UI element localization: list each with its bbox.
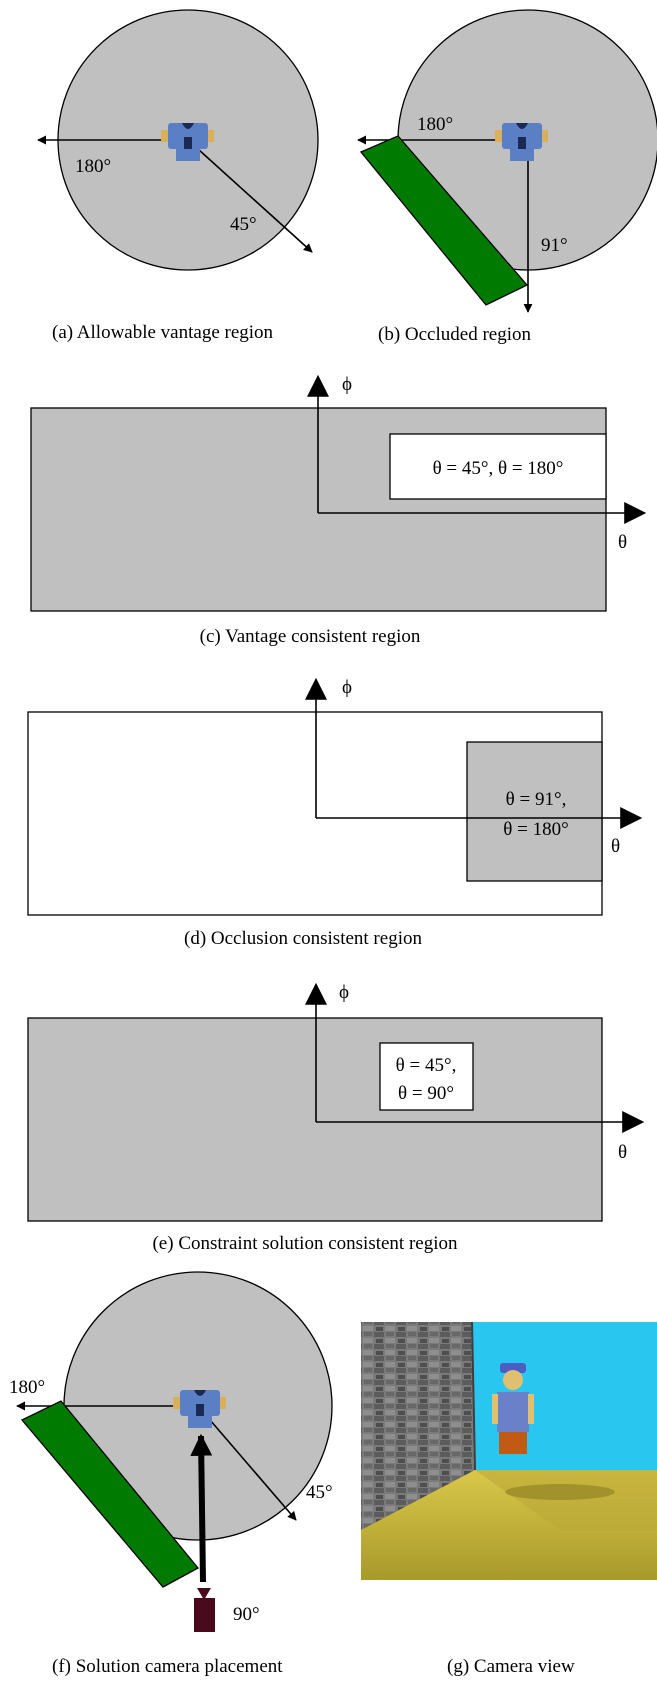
value-box: [466, 741, 603, 882]
camera-icon: [194, 1588, 215, 1632]
caption-g: (g) Camera view: [447, 1656, 575, 1677]
label-180: 180°: [417, 114, 453, 135]
label-180: 180°: [75, 156, 111, 177]
caption-a: (a) Allowable vantage region: [52, 322, 274, 343]
value-box-line2: θ = 180°: [503, 819, 568, 840]
caption-b: (b) Occluded region: [378, 324, 531, 345]
camera-view-image: [361, 1321, 657, 1580]
theta-label: θ: [618, 1142, 627, 1163]
label-180: 180°: [9, 1377, 45, 1398]
caption-d: (d) Occlusion consistent region: [184, 928, 422, 949]
camera-view-arrow: [190, 1433, 213, 1583]
occluder-wall: [20, 1400, 200, 1588]
theta-label: θ: [618, 532, 627, 553]
caption-c: (c) Vantage consistent region: [200, 626, 421, 647]
label-45: 45°: [230, 214, 257, 235]
caption-e: (e) Constraint solution consistent regio…: [152, 1233, 458, 1254]
character-icon: [173, 1390, 226, 1428]
panel-e-constraint-solution: θ = 45°, θ = 90° ϕ θ (e) Constraint solu…: [27, 982, 645, 1254]
character-icon: [161, 123, 214, 161]
panel-a-allowable-vantage: 180° 45° (a) Allowable vantage region: [37, 9, 319, 343]
phi-label: ϕ: [339, 982, 349, 1003]
value-box: [379, 1042, 474, 1111]
phi-label: ϕ: [342, 677, 352, 698]
arrow-45: [187, 139, 313, 253]
panel-g-camera-view: (g) Camera view: [361, 1321, 657, 1677]
value-box-text: θ = 45°, θ = 180°: [433, 458, 564, 479]
label-90: 90°: [233, 1604, 260, 1625]
value-box: [389, 433, 607, 500]
value-box-line2: θ = 90°: [398, 1083, 454, 1104]
character-icon: [495, 123, 548, 161]
value-box-line1: θ = 91°,: [506, 789, 567, 810]
theta-label: θ: [611, 836, 620, 857]
arrow-45: [197, 1405, 297, 1521]
panel-d-occlusion-consistent: θ = 91°, θ = 180° ϕ θ (d) Occlusion cons…: [27, 677, 643, 949]
value-box-line1: θ = 45°,: [396, 1055, 457, 1076]
phi-label: ϕ: [342, 374, 352, 395]
panel-c-vantage-consistent: θ = 45°, θ = 180° ϕ θ (c) Vantage consis…: [30, 374, 647, 647]
label-91: 91°: [541, 235, 568, 256]
character-in-view: [492, 1363, 534, 1454]
panel-f-solution-camera: 180° 45° 90° (f) Solution camera placeme…: [9, 1271, 333, 1677]
label-45: 45°: [306, 1482, 333, 1503]
region-rect: [27, 1017, 603, 1222]
caption-f: (f) Solution camera placement: [52, 1656, 283, 1677]
panel-b-occluded-region: 180° 91° (b) Occluded region: [357, 9, 657, 345]
occluder-wall: [359, 135, 529, 306]
